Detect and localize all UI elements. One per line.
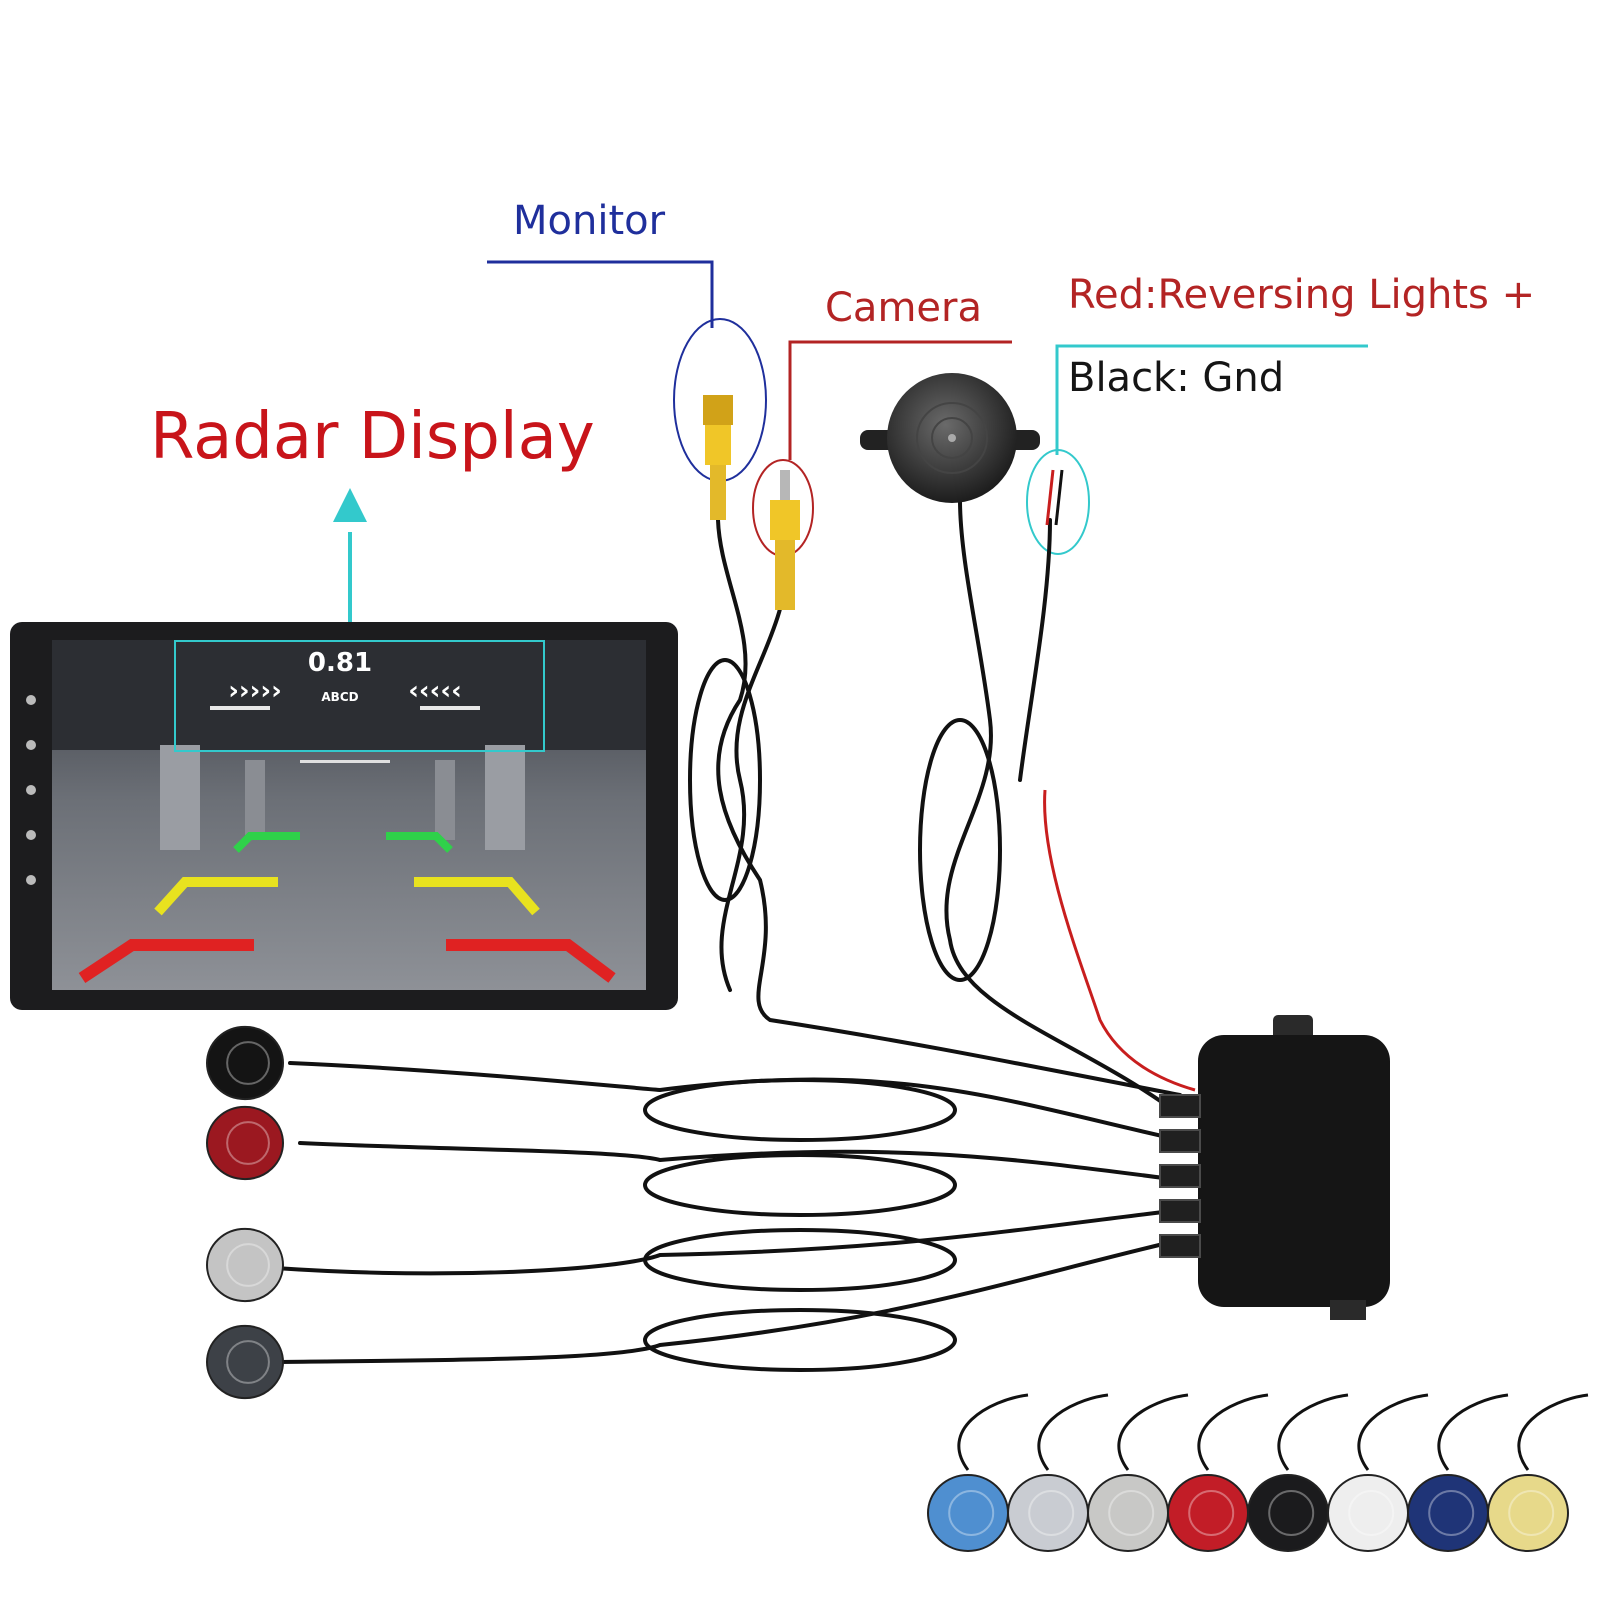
guide-line-red [78,939,254,984]
guide-line-green [233,832,300,853]
kit-sensor-3 [206,1227,284,1303]
red-wire [1043,789,1196,1092]
sensor-color-option-6 [1327,1474,1409,1552]
monitor-rca-connector [703,395,733,520]
sensor-color-option-7 [1407,1474,1489,1552]
sensor-option-cable [1117,1393,1189,1471]
sensor-color-option-8 [1487,1474,1569,1552]
radar-display-arrow [333,488,367,640]
sensor-option-cable [1517,1393,1589,1471]
buzzer [860,373,1040,503]
camera-label: Camera [825,285,982,331]
sensor-color-option-1 [927,1474,1009,1552]
black-wire-label: Black: Gnd [1068,355,1285,401]
sensor-color-option-2 [1007,1474,1089,1552]
sensor-option-cable [1437,1393,1509,1471]
control-box [1159,1015,1390,1320]
side-buttons [26,695,36,885]
sensor-option-cable [1277,1393,1349,1471]
distance-readout: 0.81 [307,648,373,678]
sensor-color-option-5 [1247,1474,1329,1552]
sensor-color-options [927,1393,1589,1552]
head-unit-monitor [10,622,678,1010]
cables [273,498,1182,1372]
kit-sensor-2 [206,1105,284,1181]
radar-display-label: Radar Display [150,400,595,474]
guide-line-yellow [154,877,278,916]
sensor-code: ABCD [321,690,359,704]
sensor-option-cable [1197,1393,1269,1471]
monitor-label: Monitor [513,198,666,244]
wire-callout [1026,344,1368,555]
left-approach-arrows: ››››› [228,676,282,706]
kit-sensor-1 [206,1025,284,1101]
camera-rca-connector [770,470,800,610]
kit-sensors [206,1025,284,1400]
red-wire-label: Red:Reversing Lights + [1068,272,1536,318]
right-approach-arrows: ‹‹‹‹‹ [408,676,462,706]
sensor-color-option-4 [1167,1474,1249,1552]
kit-sensor-4 [206,1324,284,1400]
power-wire-tips [1045,469,1064,526]
radar-overlay [174,640,545,752]
sensor-option-cable [1357,1393,1429,1471]
sensor-option-cable [1037,1393,1109,1471]
sensor-option-cable [957,1393,1029,1471]
sensor-color-option-3 [1087,1474,1169,1552]
